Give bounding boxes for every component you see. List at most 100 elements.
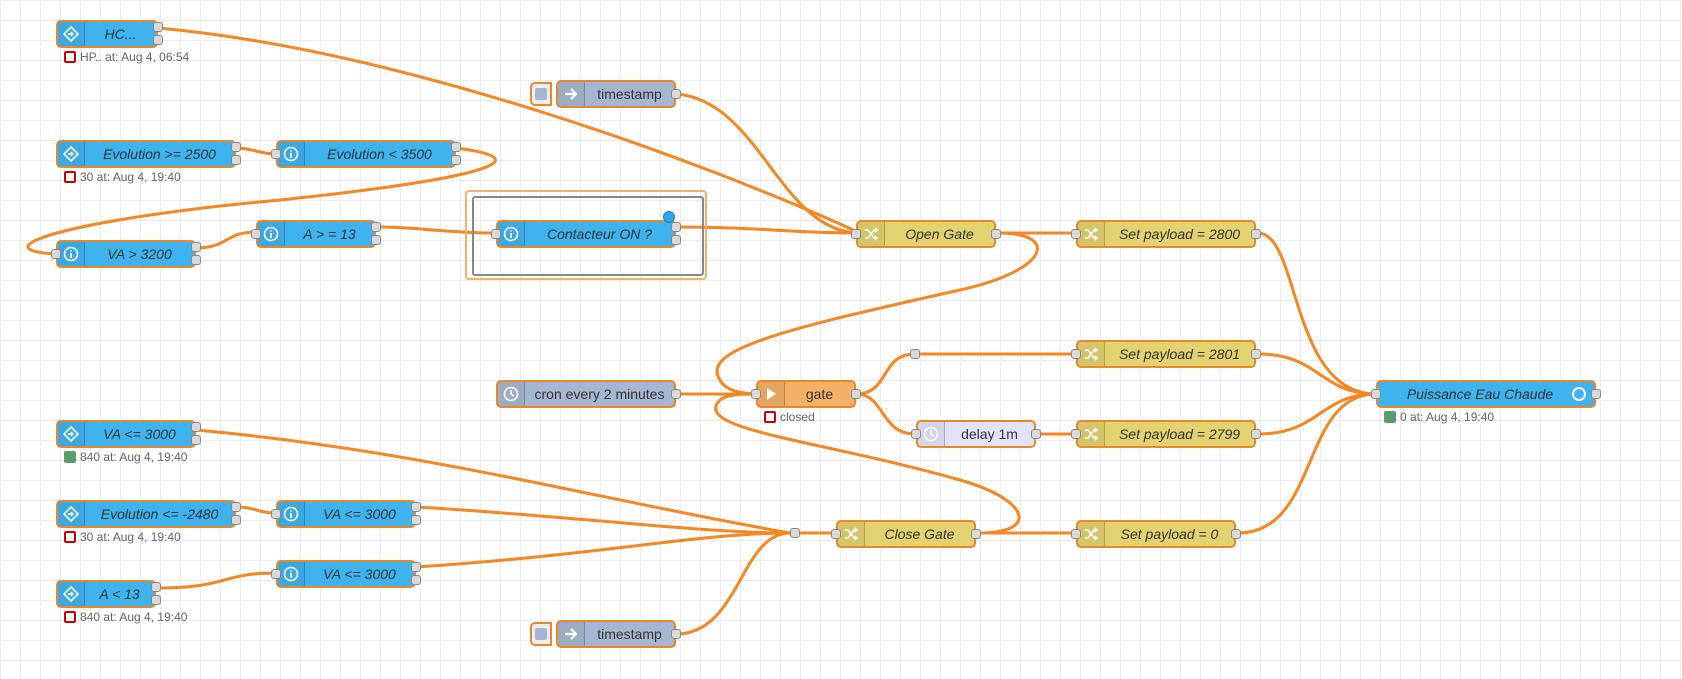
status-dot-icon <box>64 451 76 463</box>
changed-indicator <box>663 211 675 223</box>
node-a-lt-13[interactable]: A < 13 <box>56 580 156 608</box>
output-port[interactable] <box>191 435 201 445</box>
input-port[interactable] <box>1371 389 1381 399</box>
house-arrow-icon <box>58 422 85 446</box>
node-evolution-le-minus-2480[interactable]: Evolution <= -2480 <box>56 500 236 528</box>
output-port[interactable] <box>371 222 381 232</box>
info-circle-icon <box>258 222 285 246</box>
output-port[interactable] <box>411 575 421 585</box>
node-cron[interactable]: cron every 2 minutes <box>496 380 676 408</box>
node-va-le-3000-c[interactable]: VA <= 3000 <box>276 560 416 588</box>
arrow-right-icon <box>558 82 585 106</box>
output-port[interactable] <box>231 142 241 152</box>
input-port[interactable] <box>271 149 281 159</box>
node-gate[interactable]: gate <box>756 380 856 408</box>
node-label: Open Gate <box>905 226 974 242</box>
output-port[interactable] <box>1251 429 1261 439</box>
node-status: 30 at: Aug 4, 19:40 <box>64 170 181 184</box>
group-outline[interactable] <box>465 190 707 280</box>
node-label: cron every 2 minutes <box>534 386 665 402</box>
node-set-payload-2800[interactable]: Set payload = 2800 <box>1076 220 1256 248</box>
output-port[interactable] <box>671 629 681 639</box>
output-port[interactable] <box>451 155 461 165</box>
node-va-le-3000-a[interactable]: VA <= 3000 <box>56 420 196 448</box>
output-port[interactable] <box>671 235 681 245</box>
output-port[interactable] <box>151 582 161 592</box>
input-port[interactable] <box>1071 229 1081 239</box>
output-port[interactable] <box>231 515 241 525</box>
input-port[interactable] <box>831 529 841 539</box>
input-port[interactable] <box>271 569 281 579</box>
node-label: VA <= 3000 <box>323 506 396 522</box>
input-port[interactable] <box>251 229 261 239</box>
status-text: 30 at: Aug 4, 19:40 <box>80 530 181 544</box>
wire <box>154 571 278 590</box>
status-text: 840 at: Aug 4, 19:40 <box>80 610 188 624</box>
output-port[interactable] <box>1031 429 1041 439</box>
output-port[interactable] <box>153 22 163 32</box>
wire <box>1256 392 1378 436</box>
status-dot-icon <box>1384 411 1396 423</box>
inject-button[interactable] <box>530 622 552 646</box>
junction-node[interactable] <box>910 349 920 359</box>
output-port[interactable] <box>191 422 201 432</box>
node-evolution-ge-2500[interactable]: Evolution >= 2500 <box>56 140 236 168</box>
node-set-payload-2799[interactable]: Set payload = 2799 <box>1076 420 1256 448</box>
output-port[interactable] <box>411 562 421 572</box>
input-port[interactable] <box>51 249 61 259</box>
input-port[interactable] <box>491 229 501 239</box>
output-port[interactable] <box>671 389 681 399</box>
node-va-le-3000-b[interactable]: VA <= 3000 <box>276 500 416 528</box>
node-hc[interactable]: HC... <box>56 20 158 48</box>
house-arrow-icon <box>58 142 85 166</box>
output-port[interactable] <box>1591 389 1601 399</box>
node-contacteur-on[interactable]: Contacteur ON ? <box>496 220 676 248</box>
node-evolution-lt-3500[interactable]: Evolution < 3500 <box>276 140 456 168</box>
output-port[interactable] <box>671 222 681 232</box>
input-port[interactable] <box>851 229 861 239</box>
output-port[interactable] <box>411 515 421 525</box>
node-puissance-eau-chaude[interactable]: Puissance Eau Chaude <box>1376 380 1596 408</box>
input-port[interactable] <box>1071 349 1081 359</box>
node-timestamp-top[interactable]: timestamp <box>556 80 676 108</box>
output-port[interactable] <box>411 502 421 512</box>
output-port[interactable] <box>1251 349 1261 359</box>
output-port[interactable] <box>371 235 381 245</box>
node-set-payload-2801[interactable]: Set payload = 2801 <box>1076 340 1256 368</box>
node-timestamp-bottom[interactable]: timestamp <box>556 620 676 648</box>
output-port[interactable] <box>191 242 201 252</box>
output-port[interactable] <box>1231 529 1241 539</box>
node-label: Contacteur ON ? <box>546 226 653 242</box>
output-port[interactable] <box>1251 229 1261 239</box>
output-port[interactable] <box>991 229 1001 239</box>
wire <box>1256 352 1378 396</box>
input-port[interactable] <box>271 509 281 519</box>
input-port[interactable] <box>911 429 921 439</box>
node-close-gate[interactable]: Close Gate <box>836 520 976 548</box>
output-port[interactable] <box>971 529 981 539</box>
output-port[interactable] <box>151 595 161 605</box>
node-set-payload-0[interactable]: Set payload = 0 <box>1076 520 1236 548</box>
node-va-gt-3200[interactable]: VA > 3200 <box>56 240 196 268</box>
node-label: timestamp <box>597 626 662 642</box>
input-port[interactable] <box>1071 529 1081 539</box>
output-port[interactable] <box>153 35 163 45</box>
node-label: VA <= 3000 <box>103 426 176 442</box>
output-port[interactable] <box>231 502 241 512</box>
output-port[interactable] <box>191 255 201 265</box>
node-label: gate <box>805 386 834 402</box>
node-label: timestamp <box>597 86 662 102</box>
junction-node[interactable] <box>790 528 800 538</box>
output-port[interactable] <box>231 155 241 165</box>
output-port[interactable] <box>671 89 681 99</box>
node-a-ge-13[interactable]: A > = 13 <box>256 220 376 248</box>
node-delay[interactable]: delay 1m <box>916 420 1036 448</box>
inject-button[interactable] <box>530 82 552 106</box>
input-port[interactable] <box>1071 429 1081 439</box>
output-port[interactable] <box>451 142 461 152</box>
wire <box>854 352 917 396</box>
node-open-gate[interactable]: Open Gate <box>856 220 996 248</box>
input-port[interactable] <box>751 389 761 399</box>
output-port[interactable] <box>851 389 861 399</box>
